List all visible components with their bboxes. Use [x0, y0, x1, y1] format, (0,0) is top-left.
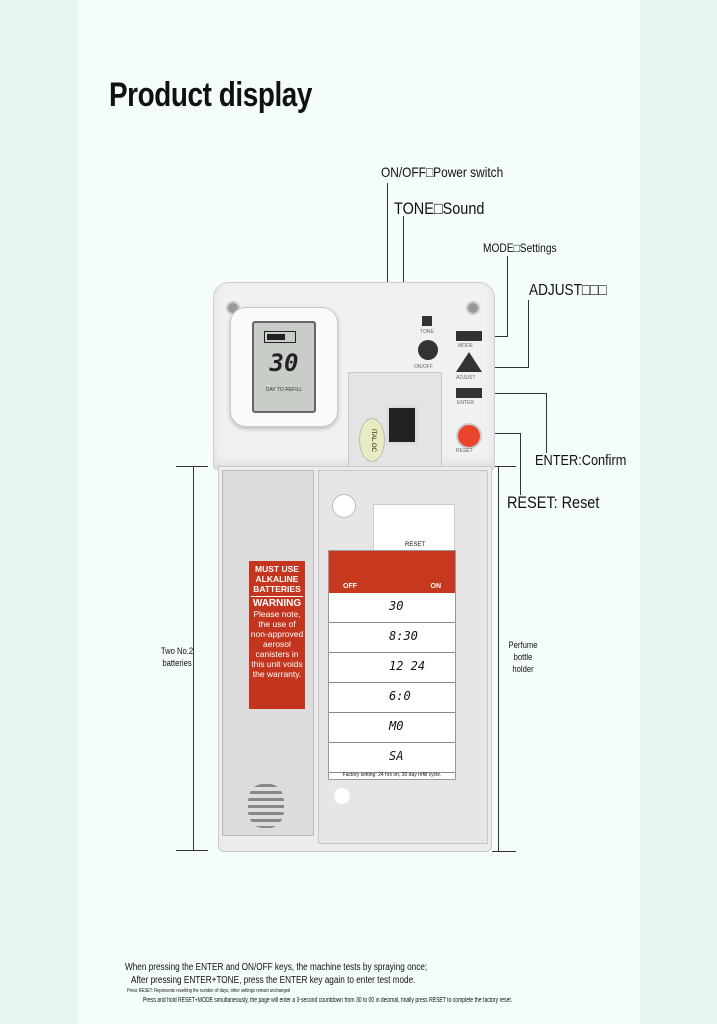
tone-tiny-label: TONE [420, 329, 434, 335]
chart-row-display: 6:0 [389, 689, 411, 703]
holder-dimension-line [498, 466, 499, 852]
label-badge: ITAL.OC [359, 418, 385, 462]
lcd-display: 30 DAY TO REFILL [252, 321, 316, 413]
leader-mode-v [507, 256, 508, 336]
chart-row-display: 12 24 [389, 659, 426, 673]
chart-on-label: ON [430, 583, 442, 590]
chart-row: 12 24 [329, 653, 455, 683]
chart-row: 8:30 [329, 623, 455, 653]
lcd-day-count: 30 [269, 349, 299, 377]
reset-button[interactable] [456, 423, 482, 449]
page-title: Product display [109, 76, 313, 114]
leader-on-off-v [387, 183, 388, 350]
warning-header: MUST USE ALKALINE BATTERIES [251, 564, 303, 597]
leader-reset-v [520, 433, 521, 495]
chart-row: 6:0 [329, 683, 455, 713]
chart-row-display: 8:30 [389, 629, 418, 643]
battery-icon [264, 331, 296, 343]
callout-adjust: ADJUST□□□ [529, 282, 607, 299]
chart-row-display: M0 [389, 719, 404, 733]
warning-body: Please note, the use of non-approved aer… [250, 609, 304, 679]
mode-button[interactable] [456, 331, 482, 341]
battery-dimension-line [193, 466, 194, 850]
warning-label: MUST USE ALKALINE BATTERIES WARNING Plea… [249, 561, 305, 709]
on-off-button[interactable] [418, 340, 438, 360]
leader-enter-h [482, 393, 546, 394]
instruction-chart: OFF ON 30 8:30 12 24 6:0 M0 SA Factory s… [328, 550, 456, 780]
mounting-keyhole [332, 494, 356, 518]
note-line-3: Press RESET: Represents resetting the nu… [127, 988, 291, 994]
chart-row-display: SA [389, 749, 404, 763]
steps-reset-label: RESET [405, 542, 426, 548]
mounting-hole [334, 788, 350, 804]
adjust-button[interactable] [456, 352, 482, 372]
callout-enter: ENTER:Confirm [535, 452, 627, 469]
leader-tone-v [403, 216, 404, 321]
mode-tiny-label: MODE [458, 343, 473, 349]
warning-title: WARNING [252, 598, 302, 609]
battery-dimension-bottom [176, 850, 208, 851]
enter-button[interactable] [456, 388, 482, 398]
adjust-tiny-label: ADJUST [456, 375, 476, 381]
leader-enter-v [546, 393, 547, 453]
chart-row: M0 [329, 713, 455, 743]
leader-adjust-h [482, 367, 529, 368]
leader-reset-h [480, 433, 520, 434]
spray-nozzle [386, 405, 418, 445]
note-line-1: When pressing the ENTER and ON/OFF keys,… [125, 962, 428, 973]
on-off-tiny-label: ON/OFF [414, 364, 433, 370]
callout-tone: TONE□Sound [394, 199, 485, 218]
battery-dimension-top [176, 466, 208, 467]
battery-label: Two No.2 batteries [160, 646, 194, 668]
reset-tiny-label: RESET [456, 448, 473, 454]
holder-label: Perfume bottle holder [508, 640, 538, 674]
chart-footer: Factory setting: 24 hrs on, 30 day refil… [342, 772, 442, 778]
callout-mode: MODE□Settings [483, 241, 557, 255]
lcd-caption: DAY TO REFILL [265, 387, 303, 393]
callout-reset: RESET: Reset [507, 493, 600, 512]
leader-adjust-v [528, 300, 529, 367]
battery-spring [248, 784, 284, 828]
holder-dimension-bottom [492, 851, 516, 852]
chart-row: 30 [329, 593, 455, 623]
note-line-4: Press and hold RESET+MODE simultaneously… [143, 997, 513, 1004]
chart-header: OFF ON [329, 551, 455, 593]
screw-icon [466, 301, 480, 315]
chart-row-display: 30 [389, 599, 404, 613]
note-line-2: After pressing ENTER+TONE, press the ENT… [131, 975, 416, 986]
enter-tiny-label: ENTER [457, 400, 474, 406]
chart-row: SA [329, 743, 455, 773]
holder-dimension-top [492, 466, 516, 467]
tone-button[interactable] [422, 316, 432, 326]
leader-mode-h [482, 336, 508, 337]
chart-off-label: OFF [343, 583, 357, 590]
callout-on-off: ON/OFF□Power switch [381, 164, 504, 180]
